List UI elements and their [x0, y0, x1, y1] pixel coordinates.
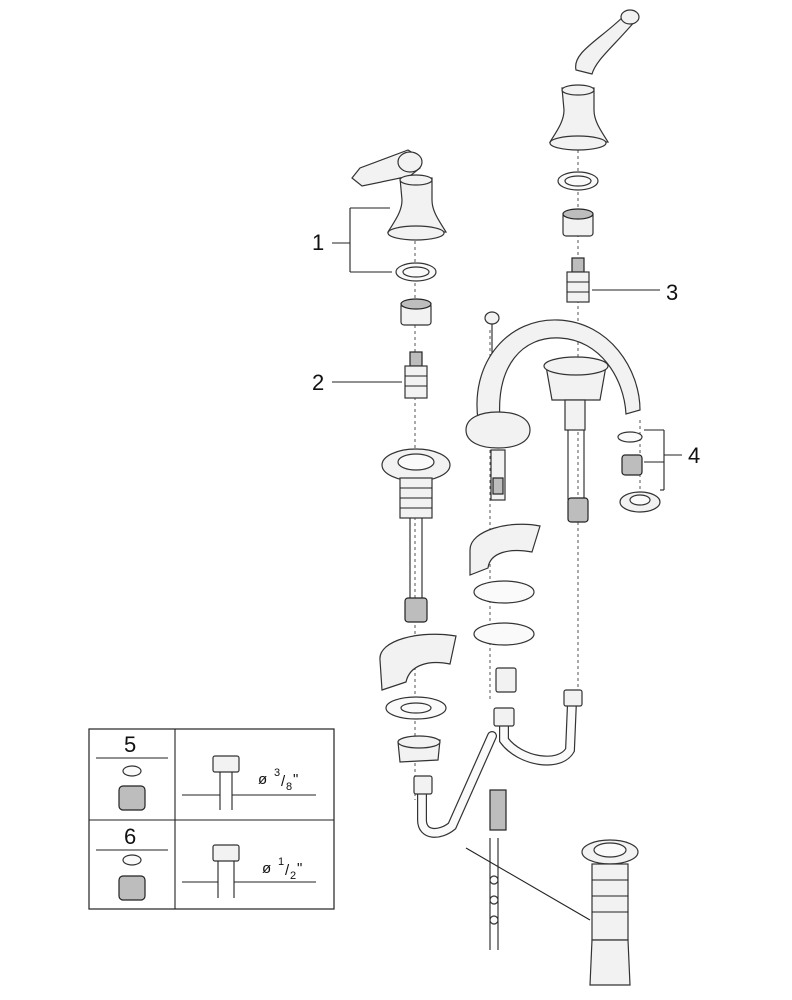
- connector-icon: [212, 755, 240, 773]
- mounting-hardware: [379, 523, 541, 763]
- callout-3: 3: [592, 280, 678, 305]
- connector-icon: [212, 844, 240, 862]
- spout-assembly: [465, 311, 641, 523]
- callout-4: 4: [644, 429, 700, 491]
- aerator-parts: [617, 431, 661, 513]
- row-5-diameter-prefix: ø: [258, 771, 267, 788]
- nut-icon: [118, 875, 146, 901]
- callout-1: 1: [312, 207, 392, 273]
- washer-icon: [122, 854, 142, 866]
- callout-3-label: 3: [666, 280, 678, 305]
- row-6-diameter-prefix: ø: [262, 860, 271, 877]
- row-6-number: 6: [124, 824, 136, 849]
- assembly-axes: [414, 150, 641, 800]
- row-6-suffix: ": [297, 860, 302, 877]
- left-valve-body: [381, 448, 451, 623]
- table-row: 6 ø 1 / 2 ": [96, 824, 316, 901]
- nut-icon: [118, 785, 146, 811]
- callout-4-label: 4: [688, 443, 700, 468]
- fraction-slash: /: [281, 773, 286, 790]
- right-handle-assembly: [548, 9, 640, 303]
- row-5-number: 5: [124, 732, 136, 757]
- popup-drain: [465, 838, 639, 986]
- callout-1-label: 1: [312, 230, 324, 255]
- callout-2: 2: [312, 370, 402, 395]
- row-5-suffix: ": [293, 771, 298, 788]
- table-row: 5 ø 3 / 8 ": [96, 732, 316, 811]
- reference-table: 5 ø 3 / 8 " 6 ø 1: [88, 728, 335, 910]
- callout-2-label: 2: [312, 370, 324, 395]
- row-5-fraction-num: 3: [274, 767, 280, 779]
- washer-icon: [122, 765, 142, 777]
- hoses: [413, 689, 583, 838]
- fraction-slash: /: [285, 862, 290, 879]
- row-6-fraction-den: 2: [290, 870, 296, 882]
- row-6-fraction-num: 1: [278, 856, 284, 868]
- row-5-fraction-den: 8: [286, 781, 292, 793]
- left-handle-assembly: [351, 149, 448, 399]
